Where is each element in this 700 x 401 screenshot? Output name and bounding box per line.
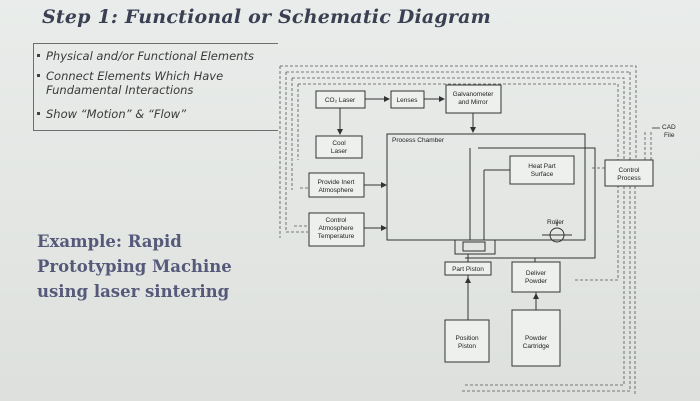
control-atmosphere-box (308, 212, 365, 247)
deliver-powder-box (511, 261, 561, 293)
heat-part-label: Surface (531, 171, 554, 178)
example-line: using laser sintering (37, 282, 230, 301)
heat-part-box (509, 155, 575, 185)
position-piston-box (444, 319, 490, 363)
control-links (339, 108, 537, 320)
example-line: Prototyping Machine (37, 257, 232, 276)
flow-arrows (337, 96, 539, 318)
powder-cartridge-label: Cartridge (523, 343, 550, 350)
control-atmosphere-label: Control (326, 217, 348, 224)
powder-cartridge-box (511, 309, 561, 367)
control-process-label: Process (617, 175, 641, 182)
cool-laser-box (315, 135, 363, 159)
control-process-box (604, 159, 654, 187)
control-atmosphere-label: Atmosphere (318, 225, 353, 232)
dashed-control-lines (279, 65, 652, 396)
bullet-item: Physical and/or Functional Elements (37, 49, 254, 63)
bullet-item-continued: Fundamental Interactions (46, 83, 194, 97)
control-atmosphere-label: Temperature (318, 233, 355, 240)
galvanometer-box (445, 84, 502, 114)
cad-file-label: File (664, 132, 675, 139)
galvanometer-label: and Mirror (458, 99, 488, 106)
co2-laser-label: CO₂ Laser (325, 97, 356, 104)
cad-file-label: CAD (662, 124, 676, 131)
bullet-item: Show “Motion” & “Flow” (36, 107, 187, 121)
position-piston-label: Position (455, 335, 479, 342)
bullet-item: Connect Elements Which Have (36, 69, 224, 83)
part-piston-label: Part Piston (452, 266, 484, 273)
chamber-internals (454, 147, 596, 262)
provide-inert-label: Provide Inert (318, 179, 355, 186)
cool-laser-label: Laser (331, 148, 348, 155)
example-line: Example: Rapid (37, 232, 182, 251)
cool-laser-label: Cool (332, 140, 346, 147)
lenses-label: Lenses (397, 97, 419, 104)
galvanometer-label: Galvanometer (453, 91, 495, 98)
heat-part-label: Heat Part (528, 163, 556, 170)
slide-title: Step 1: Functional or Schematic Diagram (42, 6, 491, 28)
powder-cartridge-label: Powder (525, 335, 548, 342)
roller-label: Roller (547, 219, 565, 226)
deliver-powder-label: Powder (525, 278, 548, 285)
bullet-box-top-rule (33, 43, 278, 44)
example-caption: Example: Rapid Prototyping Machine using… (37, 229, 267, 304)
bullet-list-box: Physical and/or Functional Elements Conn… (33, 43, 278, 131)
position-piston-label: Piston (458, 343, 476, 350)
provide-inert-label: Atmosphere (318, 187, 353, 194)
control-process-label: Control (619, 167, 641, 174)
deliver-powder-label: Deliver (526, 270, 547, 277)
process-chamber-label: Process Chamber (392, 137, 445, 144)
